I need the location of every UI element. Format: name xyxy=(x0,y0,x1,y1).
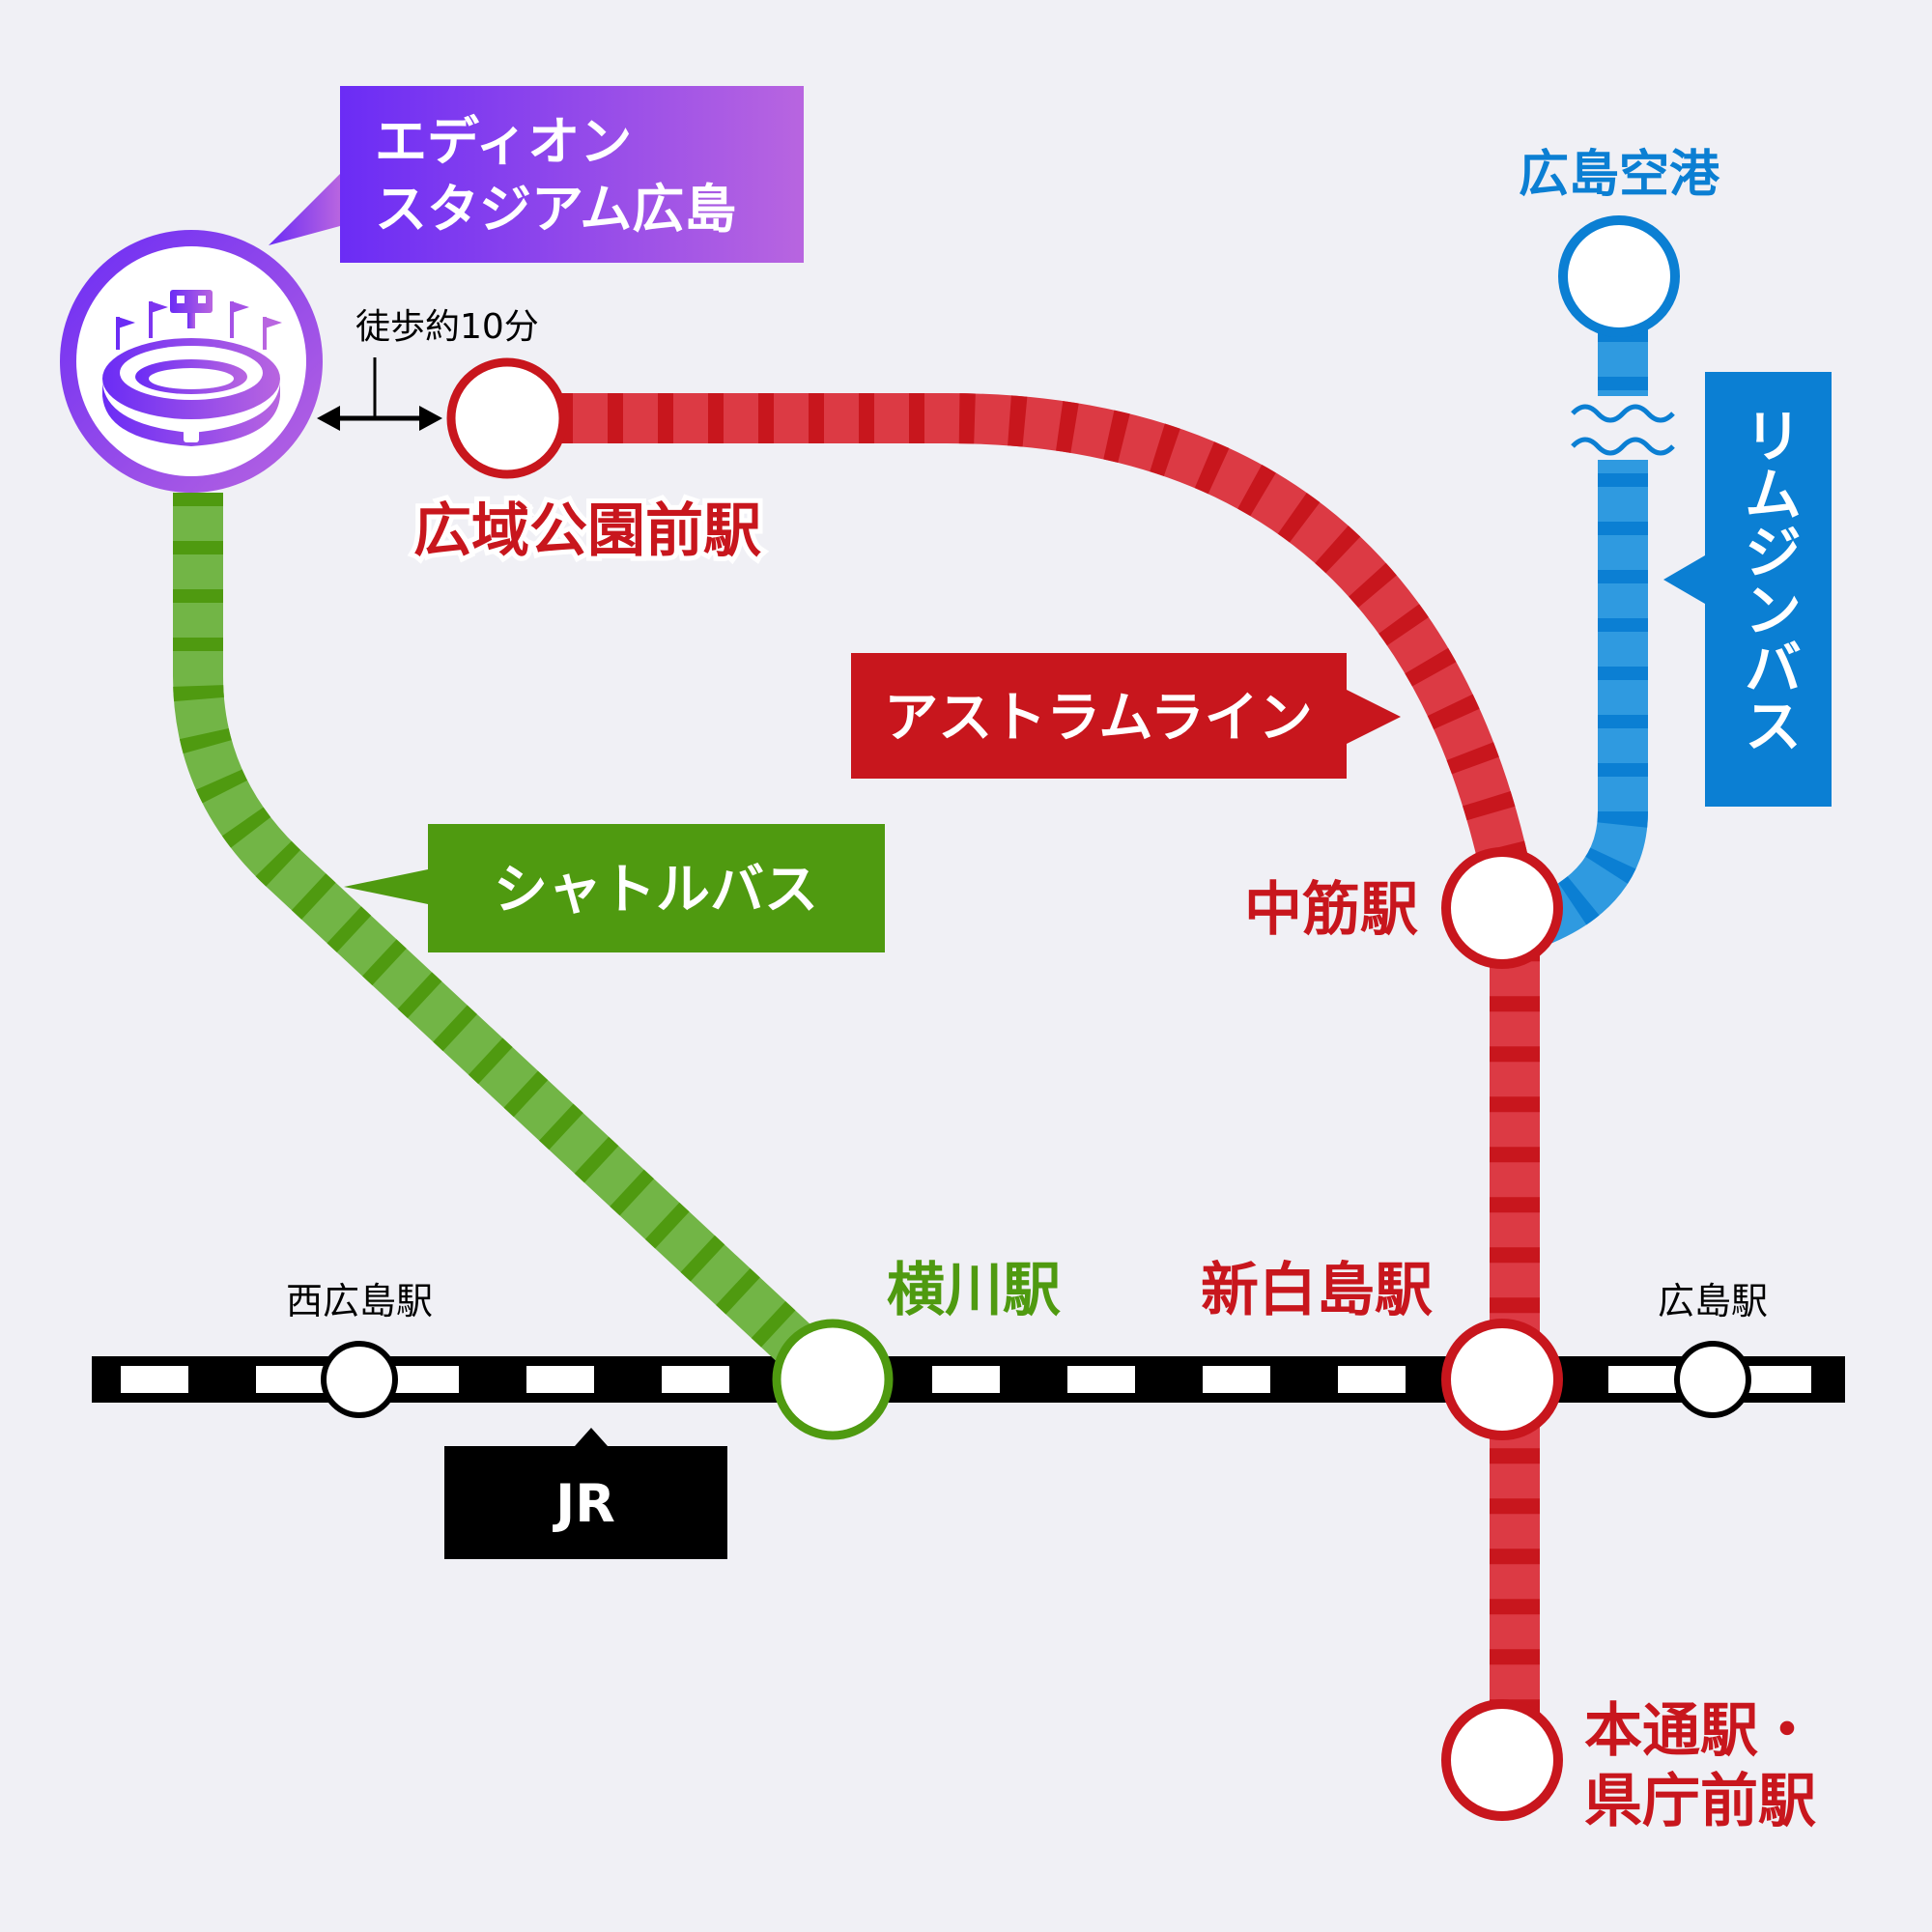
station-label-hondori-line2: 県庁前駅 xyxy=(1584,1768,1816,1835)
limousine-bus-label: リムジンバス xyxy=(1734,406,1802,753)
station-label-koiki: 広域公園前駅 xyxy=(413,497,761,565)
limousine-bus-route xyxy=(1526,328,1675,947)
venue-name-line2: スタジアム広島 xyxy=(375,179,736,240)
venue-callout: エディオン スタジアム広島 xyxy=(269,86,804,263)
astram-line-callout: アストラムライン xyxy=(851,653,1401,779)
station-label-shinhakushima: 新白島駅 xyxy=(1201,1257,1433,1324)
station-yokogawa[interactable]: 横川駅 xyxy=(772,1257,1061,1440)
shuttle-bus-callout: シャトルバス xyxy=(344,824,885,952)
station-hiroshima[interactable]: 広島駅 xyxy=(1658,1280,1768,1418)
astram-line-label: アストラムライン xyxy=(884,687,1313,750)
arrow-left-icon xyxy=(317,406,340,431)
walk-label: 徒歩約10分 xyxy=(355,307,539,347)
stadium-icon xyxy=(102,290,282,446)
venue-name-line1: エディオン xyxy=(375,111,632,172)
station-label-yokogawa: 横川駅 xyxy=(887,1257,1061,1324)
station-label-hondori-line1: 本通駅・ xyxy=(1584,1697,1816,1765)
station-hiroshima-airport[interactable]: 広島空港 xyxy=(1519,146,1720,337)
station-label-nakasuji: 中筋駅 xyxy=(1244,876,1418,944)
station-label-hiroshima: 広島駅 xyxy=(1658,1280,1768,1322)
jr-label: JR xyxy=(552,1473,615,1534)
station-label-airport: 広島空港 xyxy=(1519,146,1720,204)
jr-callout: JR xyxy=(444,1428,727,1559)
arrow-right-icon xyxy=(419,406,442,431)
station-nakasuji[interactable]: 中筋駅 xyxy=(1244,847,1563,969)
limousine-bus-callout: リムジンバス xyxy=(1663,372,1832,807)
shuttle-bus-label: シャトルバス xyxy=(494,859,818,922)
walk-indicator: 徒歩約10分 xyxy=(317,307,539,431)
station-shin-hakushima[interactable]: 新白島駅 xyxy=(1201,1257,1563,1440)
venue-marker[interactable] xyxy=(60,230,323,493)
shuttle-bus-route xyxy=(173,493,850,1399)
station-nishi-hiroshima[interactable]: 西広島駅 xyxy=(286,1280,433,1418)
station-label-nishi-hiroshima: 西広島駅 xyxy=(286,1280,433,1322)
astram-line-route xyxy=(507,393,1540,1739)
station-hondori[interactable]: 本通駅・ 県庁前駅 xyxy=(1441,1697,1816,1835)
station-koiki-koen-mae[interactable]: 広域公園前駅 xyxy=(409,357,766,570)
